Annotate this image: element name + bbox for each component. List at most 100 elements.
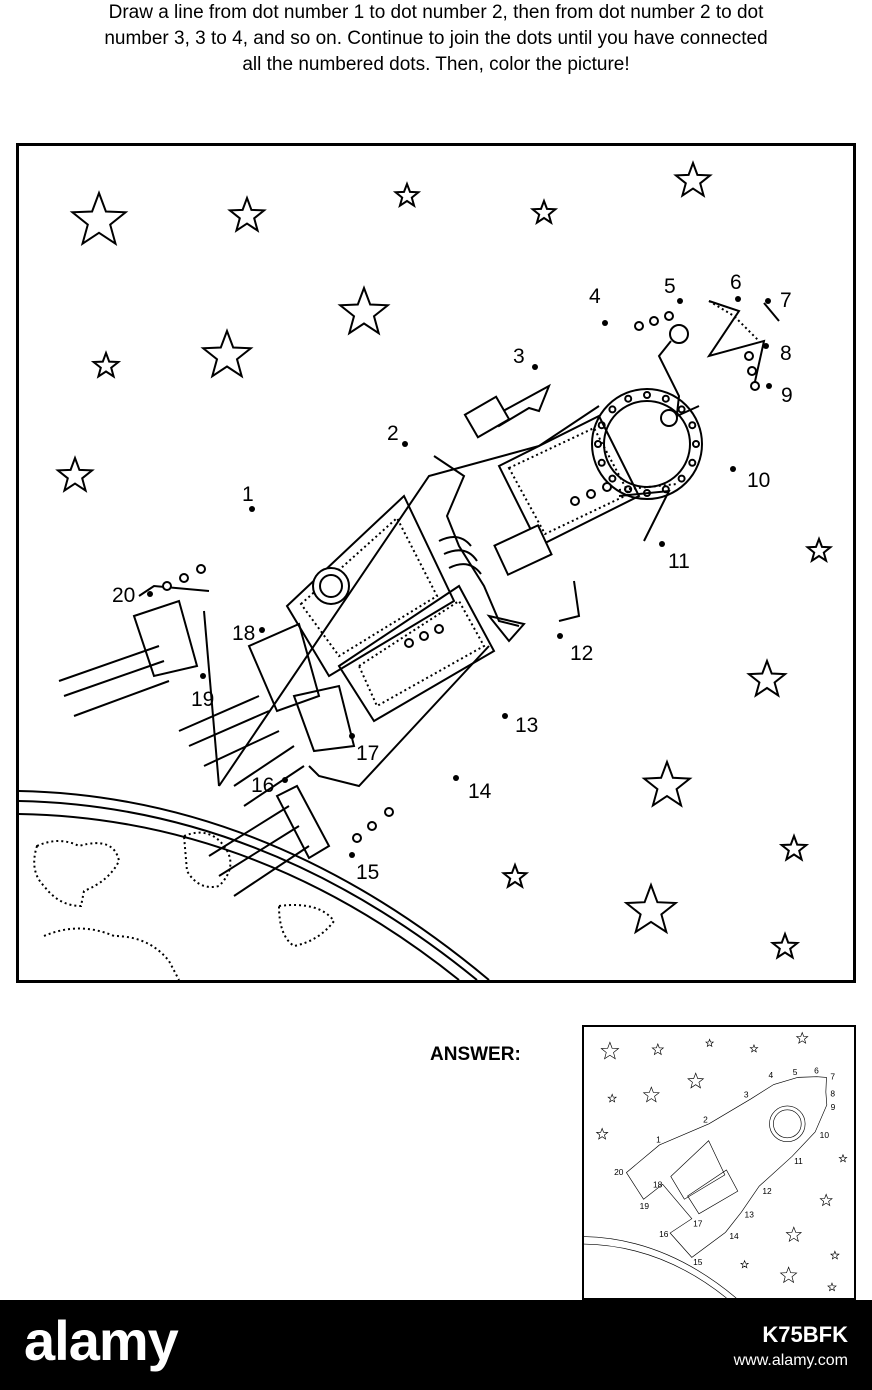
answer-stars — [595, 1031, 848, 1292]
answer-dot-label-17: 17 — [693, 1218, 703, 1228]
deco-circle — [419, 631, 429, 641]
star-icon — [227, 195, 267, 233]
star-icon — [740, 1259, 750, 1269]
deco-circle — [404, 638, 414, 648]
star-icon — [746, 658, 788, 698]
star-icon — [337, 285, 391, 336]
star-icon — [819, 1193, 833, 1207]
dot-label-6: 6 — [730, 271, 742, 294]
dot-label-11: 11 — [668, 550, 690, 573]
dot-19 — [200, 673, 206, 679]
rivet — [594, 440, 602, 448]
deco-circle — [179, 573, 189, 583]
deco-circle — [196, 564, 206, 574]
dot-6 — [735, 296, 741, 302]
dot-2 — [402, 441, 408, 447]
footer-banner: alamy K75BFK www.alamy.com — [0, 1300, 872, 1390]
dot-label-3: 3 — [513, 345, 525, 368]
dot-16 — [282, 777, 288, 783]
dot-label-13: 13 — [515, 714, 538, 737]
dot-12 — [557, 633, 563, 639]
dot-4 — [602, 320, 608, 326]
image-id: K75BFK — [762, 1322, 848, 1347]
deco-circle — [384, 807, 394, 817]
dot-1 — [249, 506, 255, 512]
dot-11 — [659, 541, 665, 547]
star-icon — [642, 1086, 660, 1103]
dot-14 — [453, 775, 459, 781]
dot-label-4: 4 — [589, 285, 601, 308]
dot-9 — [766, 383, 772, 389]
answer-dot-label-8: 8 — [830, 1089, 835, 1099]
dot-label-15: 15 — [356, 861, 379, 884]
star-icon — [804, 536, 834, 564]
dot-label-18: 18 — [232, 622, 255, 645]
deco-circle — [570, 496, 580, 506]
deco-circle — [367, 821, 377, 831]
answer-dot-label-6: 6 — [814, 1065, 819, 1075]
star-icon — [778, 833, 810, 862]
deco-circle — [664, 311, 674, 321]
rivet — [597, 458, 606, 467]
dot-label-2: 2 — [387, 422, 399, 445]
dot-label-8: 8 — [780, 342, 792, 365]
star-icon — [55, 455, 95, 493]
dot-5 — [677, 298, 683, 304]
answer-dot-label-15: 15 — [693, 1257, 703, 1267]
rivet — [677, 474, 686, 483]
dot-7 — [765, 298, 771, 304]
dot-label-14: 14 — [468, 780, 492, 803]
deco-circle — [602, 482, 612, 492]
star-icon — [779, 1266, 798, 1284]
dot-8 — [763, 343, 769, 349]
dot-label-17: 17 — [356, 742, 379, 765]
deco-circle — [162, 581, 172, 591]
deco-circle — [352, 833, 362, 843]
star-icon — [827, 1282, 837, 1292]
answer-dot-label-18: 18 — [653, 1180, 663, 1190]
answer-dot-label-7: 7 — [830, 1071, 835, 1081]
star-icon — [529, 198, 559, 226]
deco-circle — [634, 321, 644, 331]
answer-dot-label-2: 2 — [703, 1115, 708, 1125]
star-icon — [607, 1093, 618, 1103]
deco-circle — [750, 381, 760, 391]
rivet — [677, 405, 686, 414]
dot-label-9: 9 — [781, 384, 793, 407]
deco-circle — [747, 366, 757, 376]
dot-3 — [532, 364, 538, 370]
deco-circle — [744, 351, 754, 361]
star-icon — [600, 1041, 620, 1060]
answer-dot-label-9: 9 — [831, 1102, 836, 1112]
answer-dot-label-1: 1 — [656, 1134, 661, 1144]
answer-dot-label-20: 20 — [614, 1167, 624, 1177]
dot-label-1: 1 — [242, 483, 254, 506]
rivet — [624, 394, 633, 403]
rivet — [608, 474, 617, 483]
rivet — [661, 394, 670, 403]
footer-url: www.alamy.com — [733, 1352, 848, 1369]
alamy-logo: alamy — [24, 1309, 179, 1372]
star-icon — [500, 862, 530, 890]
answer-dot-label-4: 4 — [769, 1070, 774, 1080]
dot-13 — [502, 713, 508, 719]
star-icon — [673, 160, 713, 198]
rivet — [643, 391, 651, 399]
answer-dot-label-12: 12 — [762, 1186, 772, 1196]
star-icon — [830, 1250, 840, 1260]
star-icon — [623, 882, 679, 935]
answer-dot-label-16: 16 — [659, 1229, 669, 1239]
instructions-line-3: all the numbered dots. Then, color the p… — [242, 54, 630, 75]
rocket-partial-drawing — [58, 300, 780, 897]
star-icon — [641, 759, 693, 808]
rivet — [688, 421, 697, 430]
answer-dot-label-14: 14 — [729, 1231, 739, 1241]
star-icon — [749, 1043, 759, 1053]
instructions-line-1: Draw a line from dot number 1 to dot num… — [108, 2, 764, 23]
dot-label-20: 20 — [112, 584, 135, 607]
dot-20 — [147, 591, 153, 597]
dot-label-5: 5 — [664, 275, 676, 298]
